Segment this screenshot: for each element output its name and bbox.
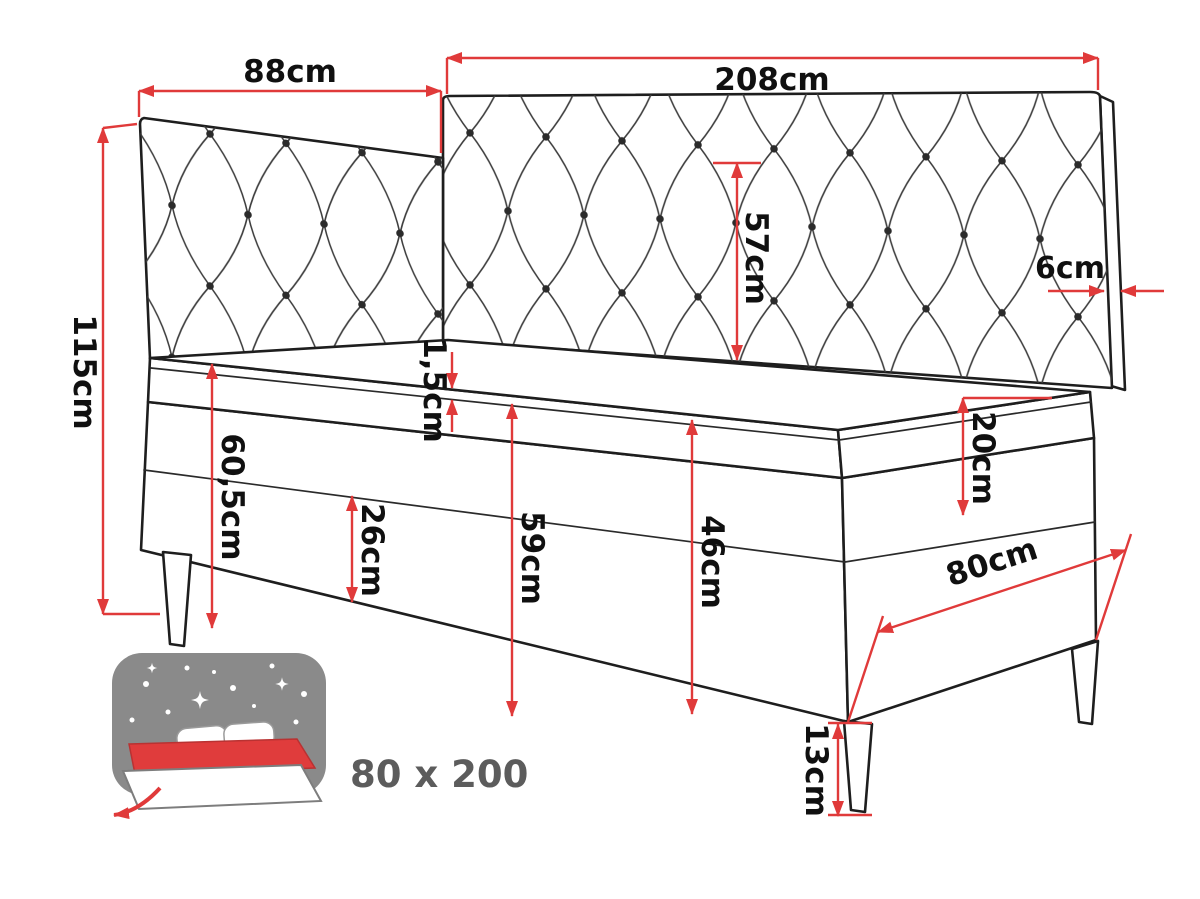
dimension-total-height: 115cm <box>66 122 160 616</box>
dimensions: 88cm 208cm 115cm 57cm 6cm 1,5cm <box>66 52 1164 817</box>
dim-label-46cm: 46cm <box>694 515 730 609</box>
dim-label-60-5cm: 60,5cm <box>214 433 250 560</box>
right-leg <box>1070 639 1100 726</box>
dimension-mattress-height: 20cm <box>957 396 1052 516</box>
mattress-top <box>148 338 1092 432</box>
dim-label-208cm: 208cm <box>714 62 829 98</box>
dimension-side-width: 88cm <box>137 54 443 153</box>
base-seam-front <box>143 469 846 563</box>
dim-label-59cm: 59cm <box>514 511 550 605</box>
dimension-panel-thickness: 6cm <box>1035 251 1164 297</box>
dim-label-13cm: 13cm <box>798 723 834 817</box>
dim-label-115cm: 115cm <box>66 314 102 429</box>
dim-label-57cm: 57cm <box>738 211 774 305</box>
dimension-corpus-height: 46cm <box>686 419 730 715</box>
dim-label-6cm: 6cm <box>1035 251 1105 286</box>
mattress-piping-front <box>150 367 840 441</box>
dimension-leg-height: 13cm <box>798 721 872 817</box>
dimension-base-total-height: 59cm <box>506 403 550 717</box>
badge-bed-icon <box>113 721 323 820</box>
badge-bed-base <box>121 763 323 811</box>
dim-label-88cm: 88cm <box>243 54 337 90</box>
front-left-leg <box>161 550 193 648</box>
sparkle-star-icon <box>146 662 158 674</box>
sparkle-star-icon <box>191 691 209 709</box>
star-icons <box>129 662 307 725</box>
dimension-floor-to-sleep-surface: 60,5cm <box>206 363 250 629</box>
dim-label-1-5cm: 1,5cm <box>416 337 452 443</box>
dimension-drawer-box-height: 26cm <box>346 495 390 603</box>
front-right-leg <box>842 719 874 814</box>
dim-label-26cm: 26cm <box>354 503 390 597</box>
dimension-topper-thickness: 1,5cm <box>416 337 458 443</box>
side-panel-tufting <box>140 118 443 359</box>
size-label: 80 x 200 <box>350 753 528 796</box>
sparkle-star-icon <box>275 677 289 691</box>
back-panel-tufting <box>443 92 1112 388</box>
open-direction-arrow-icon <box>113 786 162 820</box>
size-badge: 80 x 200 <box>112 653 528 820</box>
dim-label-20cm: 20cm <box>965 411 1001 505</box>
dimension-back-width: 208cm <box>445 52 1100 98</box>
dimension-headboard-height: 57cm <box>713 161 774 361</box>
